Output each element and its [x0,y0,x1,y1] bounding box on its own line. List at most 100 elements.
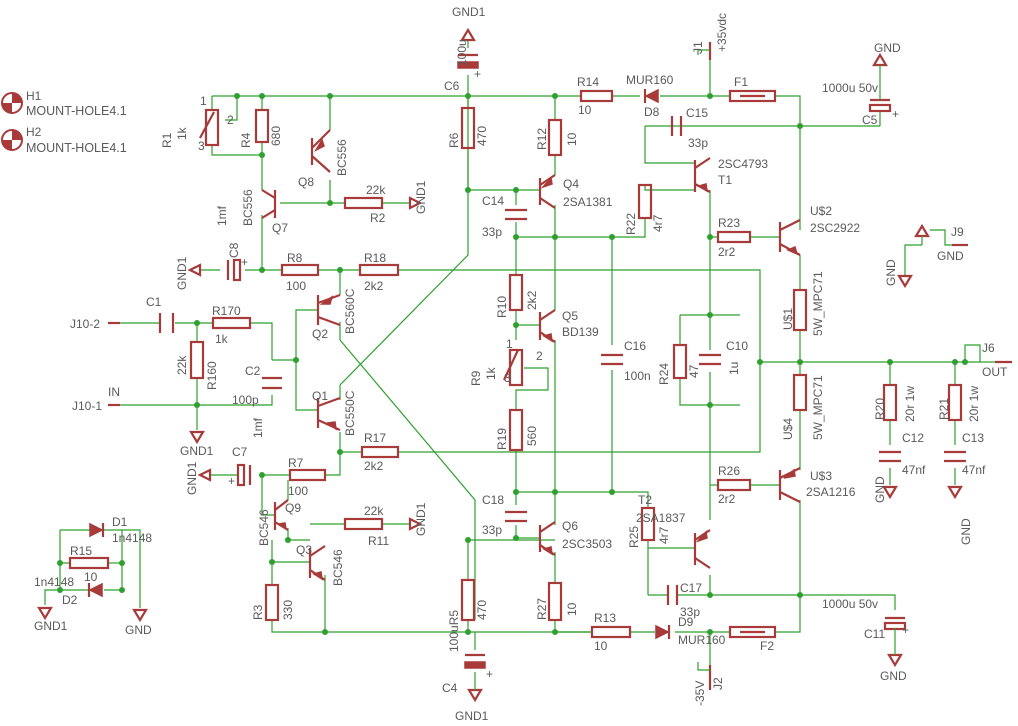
q5-ref: Q5 [562,309,578,323]
c10-ref: C10 [726,339,748,353]
c6-value: 100u [455,39,469,66]
r26-ref: R26 [718,464,740,478]
r170-body [211,316,252,330]
r1-ref: R1 [160,132,174,148]
q1-ref: Q1 [312,389,328,403]
r10-ref: R10 [495,296,509,318]
d2-body [87,582,103,598]
d8-ref: D8 [644,105,660,119]
r10-body [508,273,524,312]
j2-label: J2 [711,677,725,690]
r24-ref: R24 [657,363,671,385]
r13-ref: R13 [594,611,616,625]
c11-value: 1000u 50v [822,597,878,611]
gnd1-top-label: GND1 [452,5,486,19]
r21-value: 20r 1w [967,386,981,422]
q3-body [308,545,326,581]
u3-value: 2SA1216 [806,485,856,499]
r12-value: 10 [565,132,579,146]
c16-value: 100n [624,369,651,383]
u3-body [778,467,801,503]
c18-value: 33p [482,523,502,537]
d1-value: 1n4148 [112,531,152,545]
c1-body [158,313,175,333]
j9-label: J9 [951,225,964,239]
gnd-c13-label: GND [959,518,973,545]
u4-body [792,373,808,412]
c1-ref: C1 [146,295,162,309]
c10-value: 1u [727,362,741,375]
r6-ref: R6 [447,132,461,148]
r6-body [460,106,476,150]
r21-body [947,383,963,422]
r11-body [343,517,384,531]
r24-value: 47 [687,364,701,378]
c15-value: 33p [688,136,708,150]
r7-value: 100 [288,484,308,498]
r15-value: 10 [84,570,98,584]
c15-ref: C15 [686,106,708,120]
d2-value: 1n4148 [34,575,74,589]
c4-body [464,653,486,669]
t1-value: 2SC4793 [718,157,768,171]
r1-pin1: 1 [200,94,207,108]
f1-body [728,89,777,103]
r2-value: 22k [366,183,386,197]
gnd1-bottom-label: GND1 [455,709,489,723]
c2-ref: C2 [245,364,261,378]
q1-body [316,396,341,432]
t2-ref: T2 [638,493,652,507]
q2-body [316,293,341,327]
c16-body [601,353,623,366]
c10-body [699,353,721,366]
f2-label: F2 [760,639,774,653]
component-shapes [1,27,1012,703]
out-label: OUT [982,365,1008,379]
c8-body [226,258,242,282]
c11-plus: + [902,623,909,637]
d9-body [655,624,671,640]
c12-value: 47nf [902,463,926,477]
r7-body [288,468,327,482]
q6-value: 2SC3503 [562,537,612,551]
u4-ref: U$4 [781,418,795,440]
c17-value: 33p [680,605,700,619]
c11-ref: C11 [864,627,885,641]
r18-ref: R18 [364,251,386,265]
r23-ref: R23 [718,216,740,230]
r20-value: 20r 1w [903,386,917,422]
gnd1-diode-label: GND1 [34,619,68,633]
mount-hole-icon [1,92,23,151]
c18-body [505,510,527,523]
q4-value: 2SA1381 [563,195,613,209]
c16-ref: C16 [624,339,646,353]
q8-value: BC556 [335,139,349,176]
q1-value: BC550C [343,390,357,436]
neg-supply-label: -35V [693,681,707,706]
r26-value: 2r2 [718,492,736,506]
r9-pin2: 2 [536,349,543,363]
t2-value: 2SA1837 [636,511,686,525]
c5-body [868,98,892,113]
c6-body [457,53,479,69]
r19-body [508,408,524,452]
c4-ref: C4 [442,681,458,695]
gnd1-r2-label: GND1 [414,180,428,214]
r24-body [672,343,688,380]
r1-value: 1k [175,126,189,140]
q9-value: BC546 [257,509,271,546]
r27-body [547,581,563,622]
r22-body [637,183,653,220]
d8-value: MUR160 [626,73,674,87]
h2-value: MOUNT-HOLE4.1 [26,141,127,155]
d9-ref: D9 [678,615,694,629]
t1-body [693,157,711,193]
r14-ref: R14 [577,75,599,89]
r13-body [590,625,632,639]
h1-value: MOUNT-HOLE4.1 [26,104,127,118]
u2-ref: U$2 [810,204,832,218]
r3-value: 330 [281,600,295,620]
q5-body [538,309,556,343]
gnd1-input-label: GND1 [180,444,214,458]
r12-body [547,118,563,157]
